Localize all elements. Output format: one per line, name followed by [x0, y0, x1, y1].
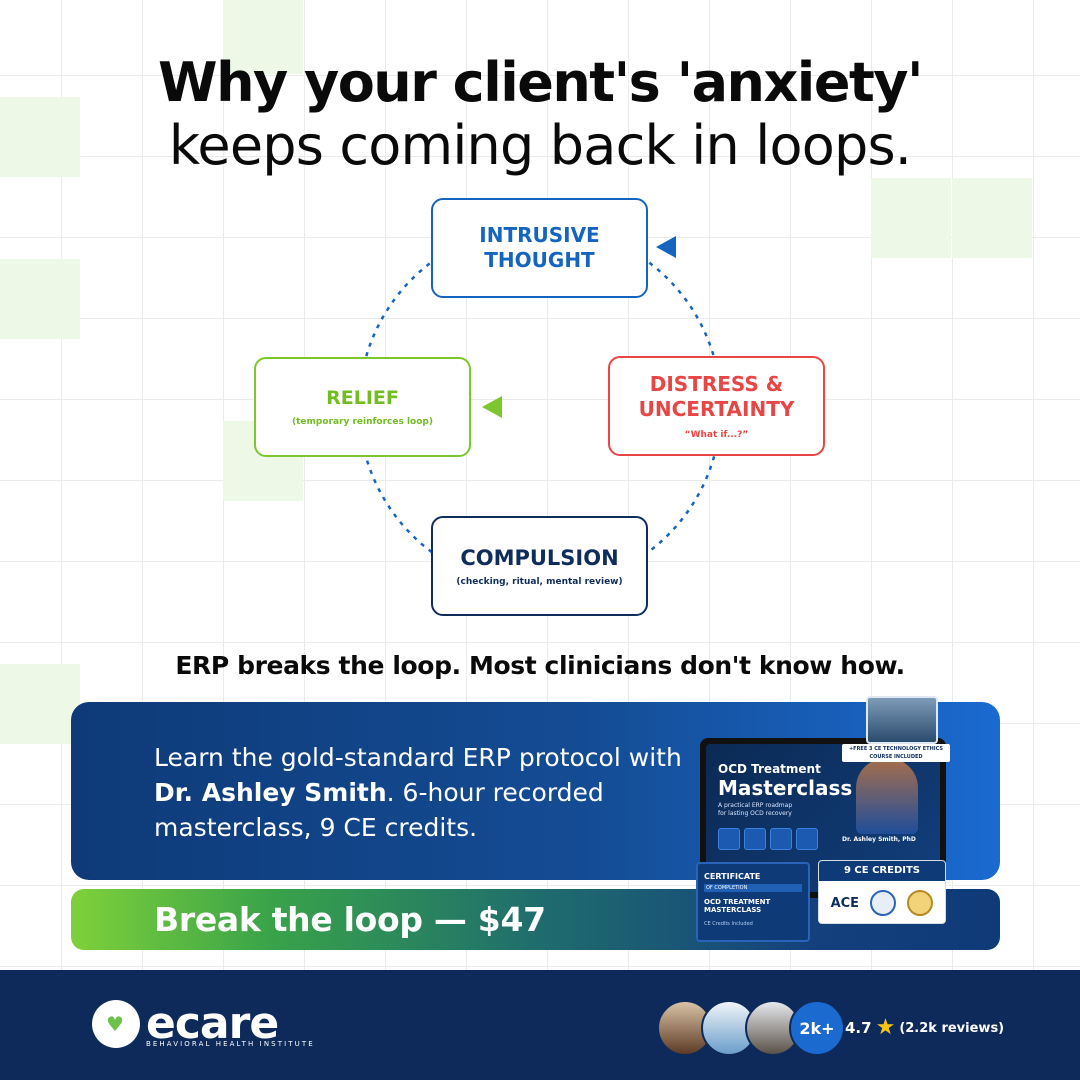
promo-text-post: . 6-hour recorded masterclass, 9 CE cred… — [154, 778, 604, 842]
doctor-photo — [856, 758, 918, 834]
ce-credits-badge: 9 CE CREDITS ACE — [818, 860, 946, 924]
node-relief: RELIEF (temporary reinforces loop) — [254, 357, 471, 457]
bg-tint — [0, 259, 80, 339]
node-compulsion: COMPULSION (checking, ritual, mental rev… — [431, 516, 648, 616]
rating-value: 4.7 — [845, 1019, 872, 1037]
arrow-left-icon — [482, 396, 502, 418]
node-relief-title: RELIEF — [326, 387, 399, 410]
node-distress-uncertainty: DISTRESS & UNCERTAINTY “What if...?” — [608, 356, 825, 456]
node-distress-title-2: UNCERTAINTY — [638, 397, 795, 421]
certificate-card: CERTIFICATE OF COMPLETION OCD TREATMENT … — [696, 862, 810, 942]
feature-tile-icon — [770, 828, 792, 850]
badge-title: 9 CE CREDITS — [819, 861, 945, 881]
cta-label: Break the loop — $47 — [154, 900, 546, 939]
bg-tint — [223, 0, 303, 74]
avatar — [657, 1000, 713, 1056]
rating: 4.7 ★ (2.2k reviews) — [845, 1015, 1005, 1040]
promo-text: Learn the gold-standard ERP protocol wit… — [154, 740, 694, 845]
brand-tagline: BEHAVIORAL HEALTH INSTITUTE — [146, 1040, 315, 1048]
cert-of: OF COMPLETION — [704, 884, 802, 892]
node-distress-sub: “What if...?” — [684, 430, 749, 440]
ecare-logo[interactable]: ♥ ecare — [92, 998, 279, 1049]
feature-tile-icon — [796, 828, 818, 850]
badge-logos: ACE — [819, 881, 945, 923]
bg-tint — [952, 178, 1032, 258]
product-title-small: OCD Treatment — [718, 762, 821, 776]
brain-heart-icon: ♥ — [92, 999, 140, 1048]
review-count: (2.2k reviews) — [899, 1020, 1005, 1036]
cert-title: CERTIFICATE — [704, 872, 761, 881]
star-icon: ★ — [875, 1015, 896, 1040]
ace-logo: ACE — [830, 895, 860, 911]
arrow-left-icon — [656, 236, 676, 258]
brand-name: ecare — [146, 998, 279, 1049]
feature-tile-icon — [744, 828, 766, 850]
node-distress-title-1: DISTRESS & — [649, 372, 784, 396]
bg-tint — [0, 664, 80, 744]
product-title-big: Masterclass — [718, 776, 853, 800]
headline-line-1: Why your client's 'anxiety' — [158, 51, 924, 114]
tablet-image — [866, 696, 938, 744]
feature-tile-icon — [718, 828, 740, 850]
anxiety-loop-diagram: INTRUSIVE THOUGHT DISTRESS & UNCERTAINTY… — [254, 198, 825, 616]
ethics-label: +FREE 3 CE TECHNOLOGY ETHICS COURSE INCL… — [842, 744, 950, 762]
node-intrusive-title-1: INTRUSIVE — [479, 223, 600, 247]
product-feature-tiles — [718, 828, 818, 850]
promo-text-pre: Learn the gold-standard ERP protocol wit… — [154, 743, 682, 772]
cert-course: OCD TREATMENT MASTERCLASS — [704, 898, 771, 915]
node-relief-sub: (temporary reinforces loop) — [292, 416, 433, 427]
promo-doctor: Dr. Ashley Smith — [154, 778, 387, 807]
footer-bar — [0, 970, 1080, 1080]
node-intrusive-thought: INTRUSIVE THOUGHT — [431, 198, 648, 298]
product-doctor: Dr. Ashley Smith, PhD — [842, 836, 916, 843]
headline-line-2: keeps coming back in loops. — [168, 114, 912, 177]
node-compulsion-sub: (checking, ritual, mental review) — [456, 577, 623, 588]
node-intrusive-title-2: THOUGHT — [484, 248, 595, 272]
node-compulsion-title: COMPULSION — [460, 545, 619, 570]
product-subtitle: A practical ERP roadmap for lasting OCD … — [718, 802, 793, 817]
bg-tint — [871, 178, 951, 258]
cert-note: CE Credits Included — [704, 920, 753, 927]
bg-tint — [0, 97, 80, 177]
headline: Why your client's 'anxiety' keeps coming… — [0, 52, 1080, 178]
accreditation-seal-icon — [907, 890, 934, 916]
user-count-badge: 2k+ — [789, 1000, 845, 1056]
accreditation-seal-icon — [870, 890, 897, 916]
reviewer-avatars: 2k+ — [657, 1000, 845, 1056]
subhead: ERP breaks the loop. Most clinicians don… — [175, 651, 905, 680]
